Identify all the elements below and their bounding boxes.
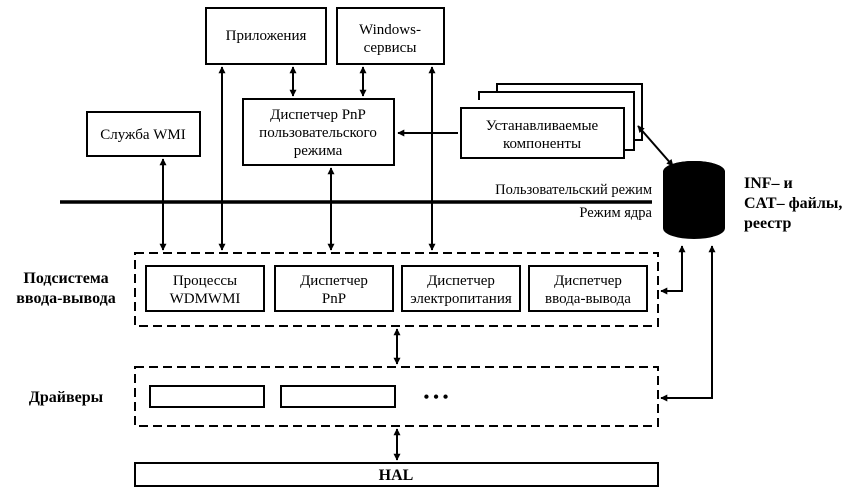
arrow-drivers-storage: [660, 245, 716, 402]
wdm-wmi-box: Процессы WDMWMI: [145, 265, 265, 312]
installable-components-line2: компоненты: [503, 136, 581, 152]
drivers-ellipsis: • • •: [424, 389, 449, 406]
arrow-io-subsystem-storage: [660, 245, 686, 295]
driver-slot-1: [149, 385, 265, 408]
io-manager-line1: Диспетчер: [554, 273, 622, 289]
pnp-manager-line1: Диспетчер: [300, 273, 368, 289]
power-manager-line1: Диспетчер: [427, 273, 495, 289]
storage-label-line1: INF– и: [744, 175, 793, 192]
kernel-mode-label: Режим ядра: [579, 205, 652, 221]
io-subsystem-group: [134, 252, 659, 327]
wmi-service-label: Служба WMI: [100, 127, 186, 143]
driver-slot-2: [280, 385, 396, 408]
wdm-wmi-line2: WDMWMI: [170, 291, 241, 307]
pnp-user-manager-line1: Диспетчер PnP: [270, 107, 366, 123]
installable-components-stack: Устанавливаемые компоненты: [460, 83, 643, 159]
windows-services-label-line1: Windows-: [359, 22, 421, 38]
storage-label-line2: CAT– файлы,: [744, 195, 842, 212]
power-manager-box: Диспетчер электропитания: [401, 265, 521, 312]
connector-arrows: [159, 66, 716, 461]
drivers-label: Драйверы: [29, 389, 104, 406]
registry-storage-cylinder: [663, 161, 725, 239]
wdm-wmi-line1: Процессы: [173, 273, 237, 289]
drivers-group: [134, 366, 659, 427]
storage-label-line3: реестр: [744, 215, 791, 232]
pnp-user-manager-line2: пользовательского: [259, 125, 377, 141]
io-manager-box: Диспетчер ввода-вывода: [528, 265, 648, 312]
apps-box: Приложения: [205, 7, 327, 65]
hal-label: HAL: [379, 467, 414, 484]
arrow-components-storage: [637, 125, 674, 167]
wmi-service-box: Служба WMI: [86, 111, 201, 157]
hal-box: HAL: [134, 462, 659, 487]
io-manager-line2: ввода-вывода: [545, 291, 631, 307]
pnp-user-manager-box: Диспетчер PnP пользовательского режима: [242, 98, 395, 166]
io-subsystem-label-line2: ввода-вывода: [16, 290, 115, 307]
installable-components-line1: Устанавливаемые: [486, 118, 599, 134]
windows-services-label-line2: сервисы: [364, 40, 417, 56]
power-manager-line2: электропитания: [410, 291, 512, 307]
io-subsystem-label-line1: Подсистема: [23, 270, 108, 287]
pnp-user-manager-line3: режима: [294, 143, 343, 159]
pnp-manager-line2: PnP: [322, 291, 346, 307]
apps-label: Приложения: [226, 28, 307, 44]
user-mode-label: Пользовательский режим: [495, 182, 652, 198]
windows-services-box: Windows- сервисы: [336, 7, 445, 65]
pnp-manager-box: Диспетчер PnP: [274, 265, 394, 312]
